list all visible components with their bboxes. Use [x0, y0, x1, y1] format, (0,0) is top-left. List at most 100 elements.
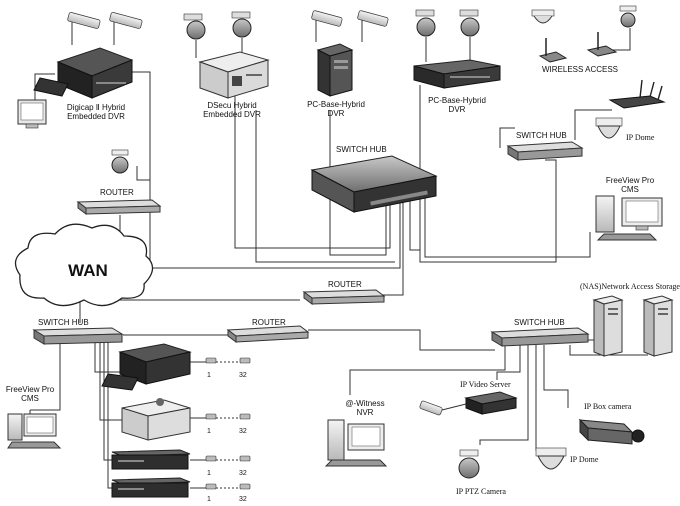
freeview-cms-left: FreeView Pro CMS [6, 385, 62, 449]
ip-dome-bottom: IP Dome [535, 447, 599, 470]
keyboard-icon [596, 233, 658, 241]
wireless-router-icon [608, 79, 666, 109]
dvr-box-icon [118, 343, 192, 385]
ip-dome-top-label: IP Dome [626, 133, 655, 142]
bullet-camera-icon [357, 10, 389, 42]
ip-box-camera: IP Box camera [578, 402, 645, 445]
monitor-icon [347, 423, 385, 451]
pc-base-dvr-2: PC-Base-Hybrid DVR [413, 9, 501, 114]
keyboard-icon [101, 373, 139, 391]
keyboard-icon [324, 459, 388, 467]
left-dvr-stack [101, 343, 192, 498]
ip-ptz-camera: IP PTZ Camera [456, 449, 506, 496]
ip-dome-camera-icon [531, 9, 555, 24]
switch-hub-lower-label: SWITCH HUB [514, 318, 565, 327]
wireless-ap-icon [538, 38, 568, 63]
cam-range-1-start: 1 [207, 372, 211, 379]
dsecu-dvr: DSecu Hybrid Embedded DVR [183, 11, 270, 119]
freeview-left-label-2: CMS [21, 394, 39, 403]
dvr-box-icon [121, 398, 191, 441]
mini-camera-icon [239, 413, 251, 420]
monitor-icon [23, 413, 57, 437]
keyboard-icon [7, 441, 62, 449]
camera-range-1: 1 32 [205, 357, 251, 379]
switch-hub-main: SWITCH HUB [310, 145, 438, 213]
cam-range-2-end: 32 [239, 428, 247, 435]
ip-video-server: IP Video Server [419, 380, 518, 416]
dome-ptz-camera-icon [415, 9, 436, 62]
rack-dvr-icon [111, 477, 191, 498]
dsecu-dvr-label-2: Embedded DVR [203, 110, 261, 119]
router-bottom-label: ROUTER [252, 318, 286, 327]
switch-hub-right-label: SWITCH HUB [516, 131, 567, 140]
nas-storage: (NAS)Network Access Storage [580, 282, 680, 357]
switch-hub-main-label: SWITCH HUB [336, 145, 387, 154]
freeview-cms-right: FreeView Pro CMS [595, 176, 663, 241]
router-mid-label: ROUTER [328, 280, 362, 289]
pc-tower-icon [316, 43, 354, 97]
ip-dome-top: IP Dome [595, 117, 655, 142]
witness-nvr: @-Witness NVR [324, 399, 388, 467]
switch-hub-lower: SWITCH HUB [490, 318, 590, 347]
dvr-box-icon [198, 51, 270, 99]
pc-dvr2-label-2: DVR [449, 105, 466, 114]
mini-camera-icon [239, 483, 251, 490]
router-bottom: ROUTER [226, 318, 310, 343]
cam-range-3-start: 1 [207, 470, 211, 477]
wireless-access: WIRELESS ACCESS [531, 5, 637, 74]
dome-ptz-camera-icon [183, 13, 206, 58]
digicap-dvr-label-2: Embedded DVR [67, 112, 125, 121]
connection-wires [29, 28, 648, 489]
cam-range-2-start: 1 [207, 428, 211, 435]
ptz-camera-icon [619, 5, 637, 28]
mini-camera-icon [239, 357, 251, 364]
keyboard-icon [33, 77, 69, 97]
bullet-camera-icon [419, 400, 467, 416]
ip-ptz-camera-label: IP PTZ Camera [456, 487, 506, 496]
witness-label-1: @-Witness [345, 399, 384, 408]
ip-dome-bottom-label: IP Dome [570, 455, 599, 464]
switch-hub-left: SWITCH HUB [32, 318, 124, 345]
server-tower-icon [642, 295, 674, 357]
wan-label: WAN [68, 261, 108, 280]
bullet-camera-icon [311, 10, 343, 42]
pc-dvr2-label-1: PC-Base-Hybrid [428, 96, 486, 105]
pc-tower-icon [7, 413, 23, 441]
cam-range-4-start: 1 [207, 496, 211, 503]
mini-camera-icon [205, 357, 217, 364]
wan-cloud: WAN [14, 223, 154, 307]
digicap-dvr-label-1: Digicap Ⅱ Hybrid [67, 103, 125, 112]
switch-hub-right: SWITCH HUB [506, 131, 584, 161]
freeview-right-label-2: CMS [621, 185, 639, 194]
dome-ptz-camera-icon [231, 11, 252, 52]
ptz-camera-left [111, 149, 129, 174]
camera-range-4: 1 32 [205, 483, 251, 503]
mini-camera-icon [205, 413, 217, 420]
bullet-camera-icon [109, 12, 143, 45]
rack-dvr-icon [111, 449, 191, 470]
freeview-right-label-1: FreeView Pro [606, 176, 655, 185]
wireless-access-label: WIRELESS ACCESS [542, 65, 618, 74]
rack-dvr-icon [413, 59, 501, 89]
pc-dvr1-label-1: PC-Base-Hybrid [307, 100, 365, 109]
pc-base-dvr-1: PC-Base-Hybrid DVR [307, 10, 389, 118]
router-top: ROUTER [76, 188, 162, 215]
pc-dvr1-label-2: DVR [328, 109, 345, 118]
cam-range-4-end: 32 [239, 496, 247, 503]
ip-video-server-label: IP Video Server [460, 380, 511, 389]
monitor-icon [17, 99, 47, 129]
dsecu-dvr-label-1: DSecu Hybrid [207, 101, 256, 110]
ip-box-camera-label: IP Box camera [584, 402, 632, 411]
dome-ptz-camera-icon [459, 9, 480, 62]
nas-label: (NAS)Network Access Storage [580, 282, 680, 291]
mini-camera-icon [205, 455, 217, 462]
digicap-dvr: Digicap Ⅱ Hybrid Embedded DVR [17, 12, 143, 129]
freeview-left-label-1: FreeView Pro [6, 385, 55, 394]
cam-range-3-end: 32 [239, 470, 247, 477]
router-top-label: ROUTER [100, 188, 134, 197]
router-mid: ROUTER [302, 280, 386, 305]
pc-tower-icon [595, 195, 615, 233]
wireless-ap-icon [586, 32, 618, 57]
mini-camera-icon [239, 455, 251, 462]
